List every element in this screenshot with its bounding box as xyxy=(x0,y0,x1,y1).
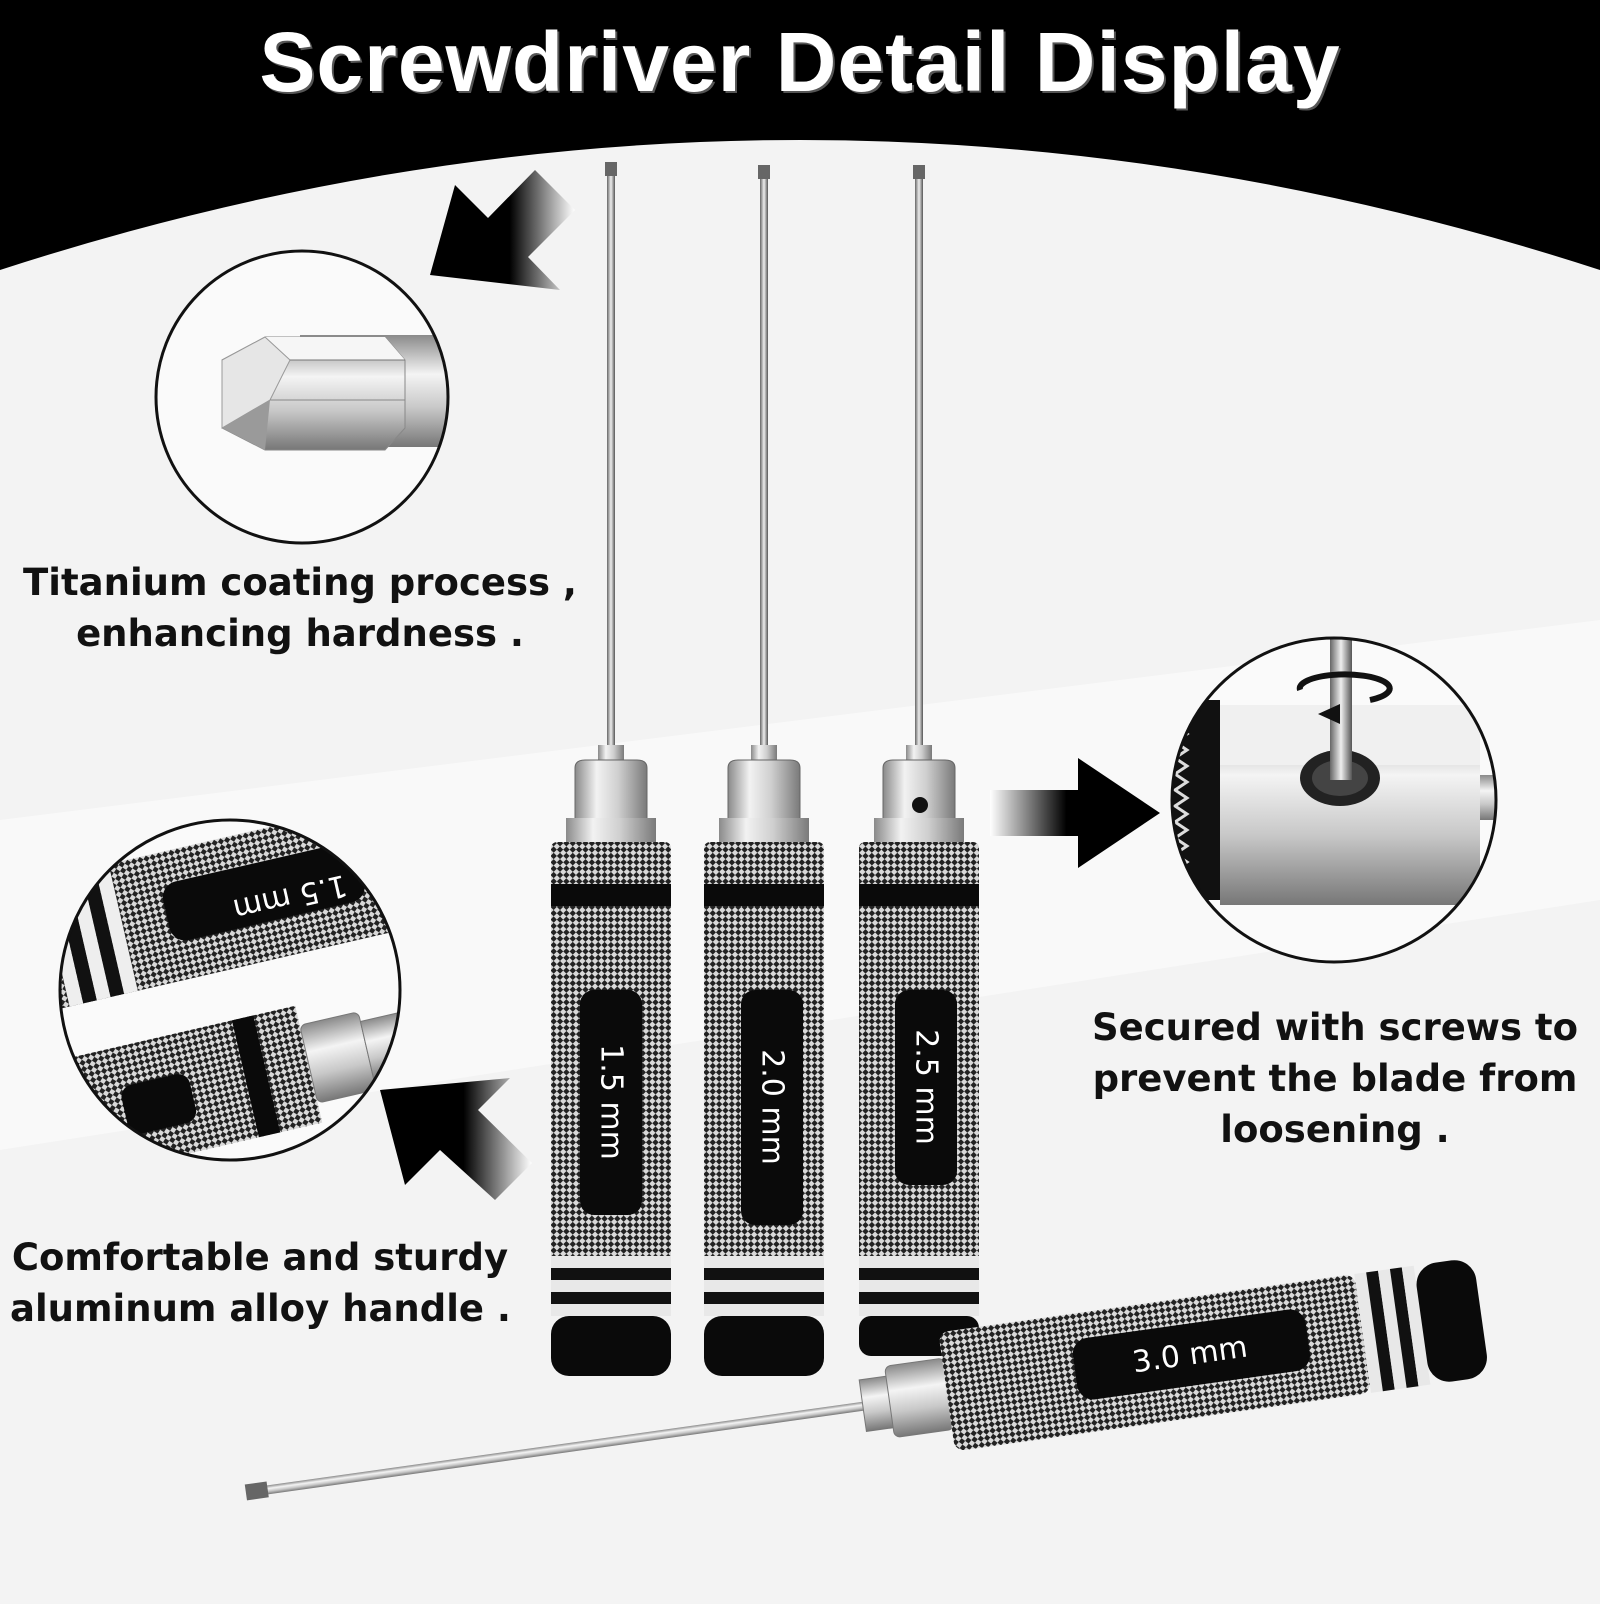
size-label-1: 1.5 mm xyxy=(593,1044,629,1160)
page-title: Screwdriver Detail Display xyxy=(259,15,1341,109)
set-screw-zoom xyxy=(1170,636,1498,964)
caption-line: prevent the blade from xyxy=(1092,1057,1578,1100)
screwdriver-2 xyxy=(704,165,824,1376)
caption-line: aluminum alloy handle . xyxy=(10,1287,511,1330)
screwdriver-4 xyxy=(244,1260,1487,1501)
caption-line: Comfortable and sturdy xyxy=(11,1236,509,1279)
caption-line: Titanium coating process , xyxy=(23,561,577,604)
arrow-top-left-icon xyxy=(430,170,575,290)
header-band xyxy=(0,0,1600,270)
caption-line: Secured with screws to xyxy=(1092,1006,1578,1049)
arrow-right-icon xyxy=(990,758,1160,868)
size-label-2: 2.0 mm xyxy=(754,1049,790,1165)
caption-line: loosening . xyxy=(1220,1108,1450,1151)
screwdriver-3 xyxy=(859,165,979,1356)
arrow-bottom-left-icon xyxy=(380,1078,532,1200)
feature-caption-handle: Comfortable and sturdy aluminum alloy ha… xyxy=(10,1232,511,1334)
size-label-3: 2.5 mm xyxy=(908,1029,944,1145)
caption-line: enhancing hardness . xyxy=(76,612,524,655)
feature-caption-screws: Secured with screws to prevent the blade… xyxy=(1085,1002,1585,1155)
hex-tip-zoom xyxy=(154,249,450,545)
feature-caption-coating: Titanium coating process , enhancing har… xyxy=(20,557,580,659)
screwdriver-1 xyxy=(551,162,671,1376)
